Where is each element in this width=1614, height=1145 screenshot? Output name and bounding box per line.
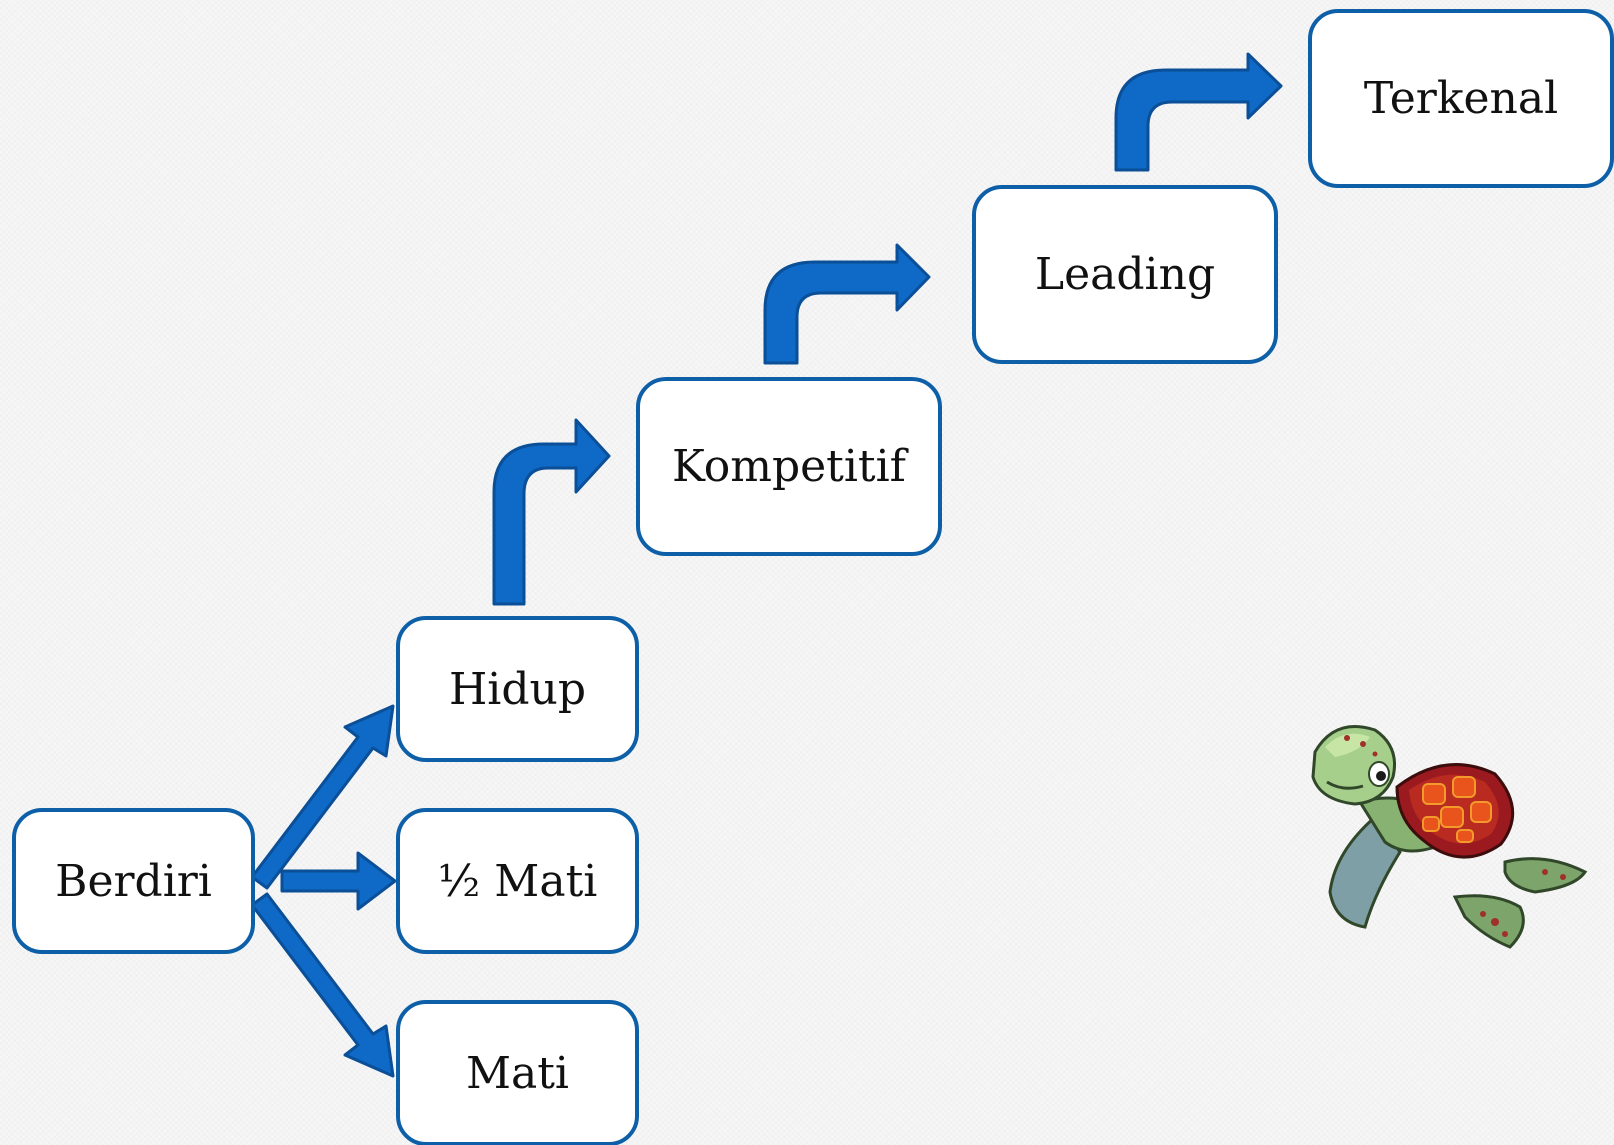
node-setengah-mati: ½ Mati <box>396 808 639 954</box>
arrow-leading-to-terkenal <box>1114 52 1283 172</box>
node-berdiri: Berdiri <box>12 808 255 954</box>
node-mati-label: Mati <box>465 1047 570 1099</box>
arrow-berdiri-to-hidup <box>250 704 395 890</box>
node-terkenal-label: Terkenal <box>1363 73 1559 124</box>
node-hidup: Hidup <box>396 616 639 762</box>
node-setengah-mati-label: ½ Mati <box>437 855 598 907</box>
node-hidup-label: Hidup <box>448 663 587 715</box>
arrow-berdiri-to-setengah-mati <box>280 851 397 911</box>
node-leading: Leading <box>972 185 1278 364</box>
arrow-berdiri-to-mati <box>250 892 395 1078</box>
arrow-kompetitif-to-leading <box>763 243 931 365</box>
node-kompetitif-label: Kompetitif <box>672 441 906 492</box>
node-berdiri-label: Berdiri <box>55 855 212 907</box>
node-terkenal: Terkenal <box>1308 9 1614 188</box>
node-leading-label: Leading <box>1034 249 1216 300</box>
node-mati: Mati <box>396 1000 639 1145</box>
node-kompetitif: Kompetitif <box>636 377 942 556</box>
arrow-hidup-to-kompetitif <box>492 418 611 606</box>
turtle-illustration <box>1311 725 1588 949</box>
